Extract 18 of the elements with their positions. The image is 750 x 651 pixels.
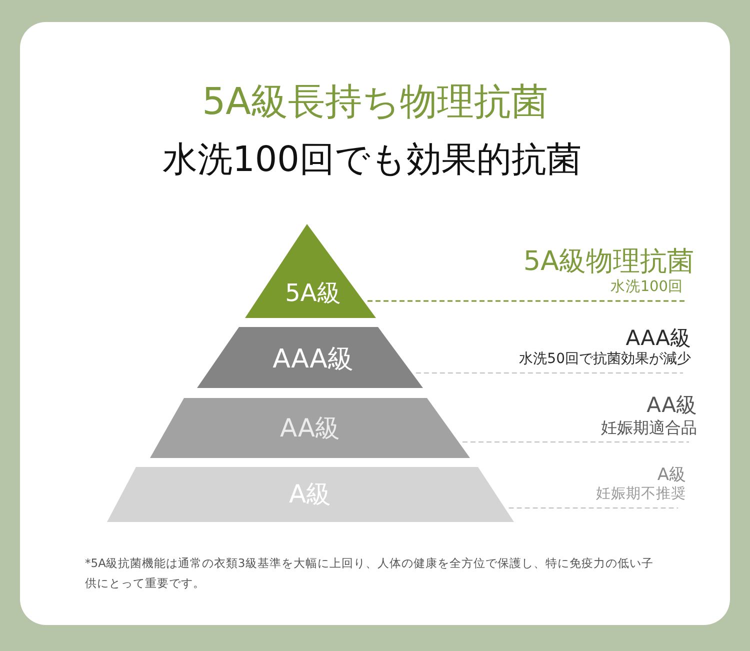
- leader-line: [462, 441, 689, 443]
- pyramid-tier: AA級: [150, 398, 470, 458]
- pyramid-tier: AAA級: [197, 327, 423, 388]
- leader-line: [508, 507, 678, 509]
- tier-heading: AA級: [646, 392, 697, 418]
- leader-line: [416, 372, 683, 374]
- tier-heading: 5A級物理抗菌: [523, 246, 694, 279]
- subtitle: 水洗100回でも効果的抗菌: [162, 139, 582, 181]
- tier-heading: A級: [657, 465, 686, 486]
- tier-heading: AAA級: [626, 326, 691, 352]
- tier-description: 水洗100回: [610, 278, 683, 296]
- title: 5A級長持ち物理抗菌: [202, 80, 548, 124]
- tier-description: 妊娠期不推奨: [596, 486, 686, 503]
- tier-description: 妊娠期適合品: [601, 418, 697, 437]
- footnote: *5A級抗菌機能は通常の衣類3級基準を大幅に上回り、人体の健康を全方位で保護し、特に免疫力の低い子供にとって重要です。: [85, 555, 654, 592]
- leader-line: [368, 300, 686, 302]
- tier-description: 水洗50回で抗菌効果が減少: [519, 351, 691, 368]
- pyramid-apex: 5A級: [245, 224, 376, 318]
